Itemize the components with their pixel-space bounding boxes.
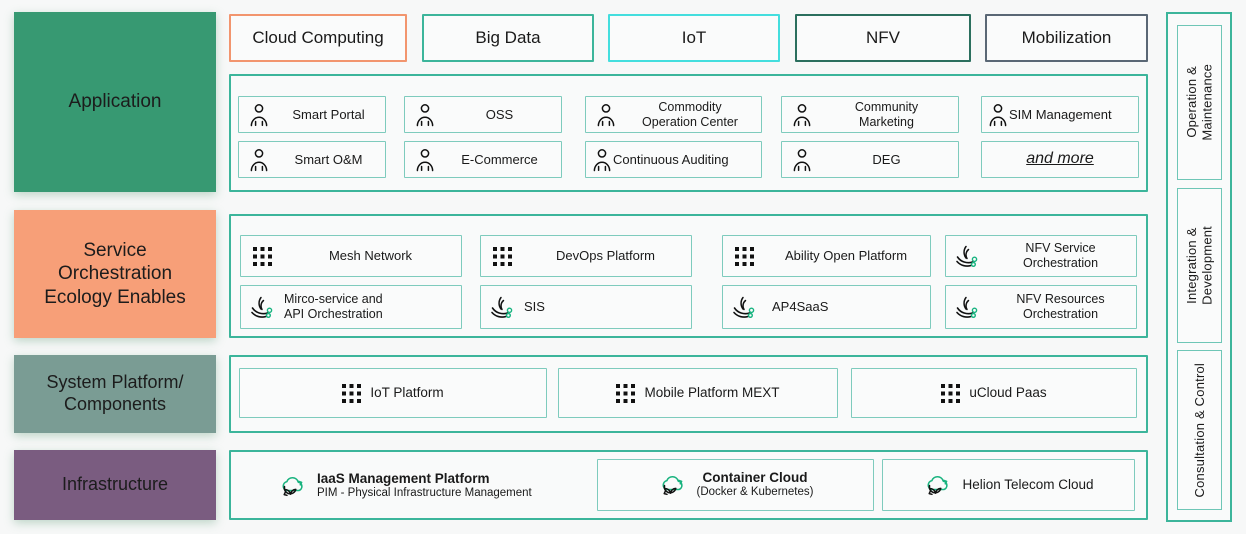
person-icon (591, 148, 613, 172)
app-item-e-commerce[interactable]: E-Commerce (404, 141, 562, 178)
domain-chip-cloud-computing[interactable]: Cloud Computing (229, 14, 407, 62)
app-item-label: OSS (485, 106, 514, 122)
domain-chip-label: IoT (681, 28, 707, 47)
side-column-label: Integration & Development (1183, 226, 1215, 305)
app-item-label: SIM Management (1009, 106, 1112, 122)
side-column-item-operation-maintenance[interactable]: Operation & Maintenance (1177, 25, 1222, 180)
orchestration-icon (955, 244, 981, 268)
cloud-icon (923, 473, 953, 497)
service-item-nfv-service-orchestration[interactable]: NFV Service Orchestration (945, 235, 1137, 277)
system-item-label: uCloud Paas (969, 385, 1047, 401)
app-item-label: Smart O&M (294, 151, 363, 167)
person-icon (791, 103, 813, 127)
person-icon (595, 103, 617, 127)
infra-item-iaas-management-platform[interactable]: IaaS Management Platform PIM - Physical … (278, 465, 578, 507)
app-item-label: E-Commerce (461, 151, 538, 167)
service-item-label: AP4SaaS (772, 299, 829, 315)
service-item-ability-open-platform[interactable]: Ability Open Platform (722, 235, 931, 277)
layer-label-infrastructure-text: Infrastructure (61, 474, 169, 495)
service-item-label: SIS (524, 299, 545, 315)
person-icon (248, 148, 270, 172)
side-column-item-consultation-control[interactable]: Consultation & Control (1177, 350, 1222, 510)
service-item-label: DevOps Platform (556, 248, 655, 264)
layer-label-application-text: Application (68, 91, 162, 113)
layer-label-service-orchestration: Service Orchestration Ecology Enables (14, 210, 216, 338)
service-item-label: Ability Open Platform (784, 248, 908, 264)
person-icon (791, 148, 813, 172)
orchestration-icon (250, 295, 276, 319)
app-item-smart-om[interactable]: Smart O&M (238, 141, 386, 178)
layer-label-system-platform: System Platform/ Components (14, 355, 216, 433)
infra-item-subtitle: (Docker & Kubernetes) (696, 485, 814, 498)
person-icon (987, 103, 1009, 127)
app-item-label: Continuous Auditing (613, 151, 729, 167)
domain-chip-iot[interactable]: IoT (608, 14, 780, 62)
person-icon (248, 103, 270, 127)
app-item-label: Commodity Operation Center (642, 99, 738, 129)
infra-item-subtitle: PIM - Physical Infrastructure Management (317, 486, 532, 499)
grid-icon (342, 383, 362, 403)
system-item-label: IoT Platform (370, 385, 444, 401)
infra-item-container-cloud[interactable]: Container Cloud (Docker & Kubernetes) (597, 459, 874, 511)
app-item-label: Smart Portal (292, 106, 365, 122)
infra-item-text: Container Cloud (Docker & Kubernetes) (697, 470, 814, 499)
app-item-sim-management[interactable]: SIM Management (981, 96, 1139, 133)
grid-icon (493, 246, 512, 266)
person-icon (414, 148, 436, 172)
grid-icon (253, 246, 272, 266)
app-item-community-marketing[interactable]: Community Marketing (781, 96, 959, 133)
domain-chip-label: Cloud Computing (252, 28, 384, 47)
system-item-mobile-platform-mext[interactable]: Mobile Platform MEXT (558, 368, 838, 418)
service-item-label: NFV Service Orchestration (1022, 241, 1099, 270)
service-item-label: Mirco-service and API Orchestration (284, 292, 383, 321)
domain-chip-mobilization[interactable]: Mobilization (985, 14, 1148, 62)
side-column-label: Consultation & Control (1191, 362, 1207, 498)
orchestration-icon (490, 295, 516, 319)
service-item-ap4saas[interactable]: AP4SaaS (722, 285, 931, 329)
system-item-iot-platform[interactable]: IoT Platform (239, 368, 547, 418)
app-item-oss[interactable]: OSS (404, 96, 562, 133)
app-item-label: and more (1026, 150, 1094, 168)
service-item-label: NFV Resources Orchestration (1016, 292, 1105, 321)
domain-chip-label: Mobilization (1021, 28, 1112, 47)
domain-chip-nfv[interactable]: NFV (795, 14, 971, 62)
orchestration-icon (732, 295, 758, 319)
app-item-smart-portal[interactable]: Smart Portal (238, 96, 386, 133)
layer-label-service-orchestration-text: Service Orchestration Ecology Enables (44, 240, 186, 308)
infra-item-title: IaaS Management Platform (317, 471, 490, 487)
layer-label-infrastructure: Infrastructure (14, 450, 216, 520)
layer-label-system-platform-text: System Platform/ Components (46, 372, 184, 414)
orchestration-icon (955, 295, 981, 319)
service-item-microservice-api-orchestration[interactable]: Mirco-service and API Orchestration (240, 285, 462, 329)
layer-label-application: Application (14, 12, 216, 192)
service-item-devops-platform[interactable]: DevOps Platform (480, 235, 692, 277)
grid-icon (941, 383, 961, 403)
domain-chip-label: Big Data (475, 28, 541, 47)
infra-item-helion-telecom-cloud[interactable]: Helion Telecom Cloud (882, 459, 1135, 511)
person-icon (414, 103, 436, 127)
service-item-nfv-resources-orchestration[interactable]: NFV Resources Orchestration (945, 285, 1137, 329)
infra-item-text: IaaS Management Platform PIM - Physical … (317, 471, 532, 500)
service-item-mesh-network[interactable]: Mesh Network (240, 235, 462, 277)
service-item-label: Mesh Network (328, 248, 413, 264)
app-item-continuous-auditing[interactable]: Continuous Auditing (585, 141, 762, 178)
domain-chip-big-data[interactable]: Big Data (422, 14, 594, 62)
side-column-item-integration-development[interactable]: Integration & Development (1177, 188, 1222, 343)
app-item-and-more[interactable]: and more (981, 141, 1139, 178)
grid-icon (735, 246, 754, 266)
infra-item-title: Container Cloud (702, 470, 808, 486)
service-item-sis[interactable]: SIS (480, 285, 692, 329)
system-item-label: Mobile Platform MEXT (644, 385, 780, 401)
app-item-commodity-operation-center[interactable]: Commodity Operation Center (585, 96, 762, 133)
cloud-icon (278, 474, 308, 498)
app-item-deg[interactable]: DEG (781, 141, 959, 178)
infra-item-title: Helion Telecom Cloud (962, 477, 1094, 493)
app-item-label: DEG (872, 151, 901, 167)
system-item-ucloud-paas[interactable]: uCloud Paas (851, 368, 1137, 418)
grid-icon (616, 383, 636, 403)
side-column-label: Operation & Maintenance (1183, 64, 1215, 141)
app-item-label: Community Marketing (854, 99, 919, 129)
cloud-icon (658, 473, 688, 497)
domain-chip-label: NFV (866, 28, 900, 47)
